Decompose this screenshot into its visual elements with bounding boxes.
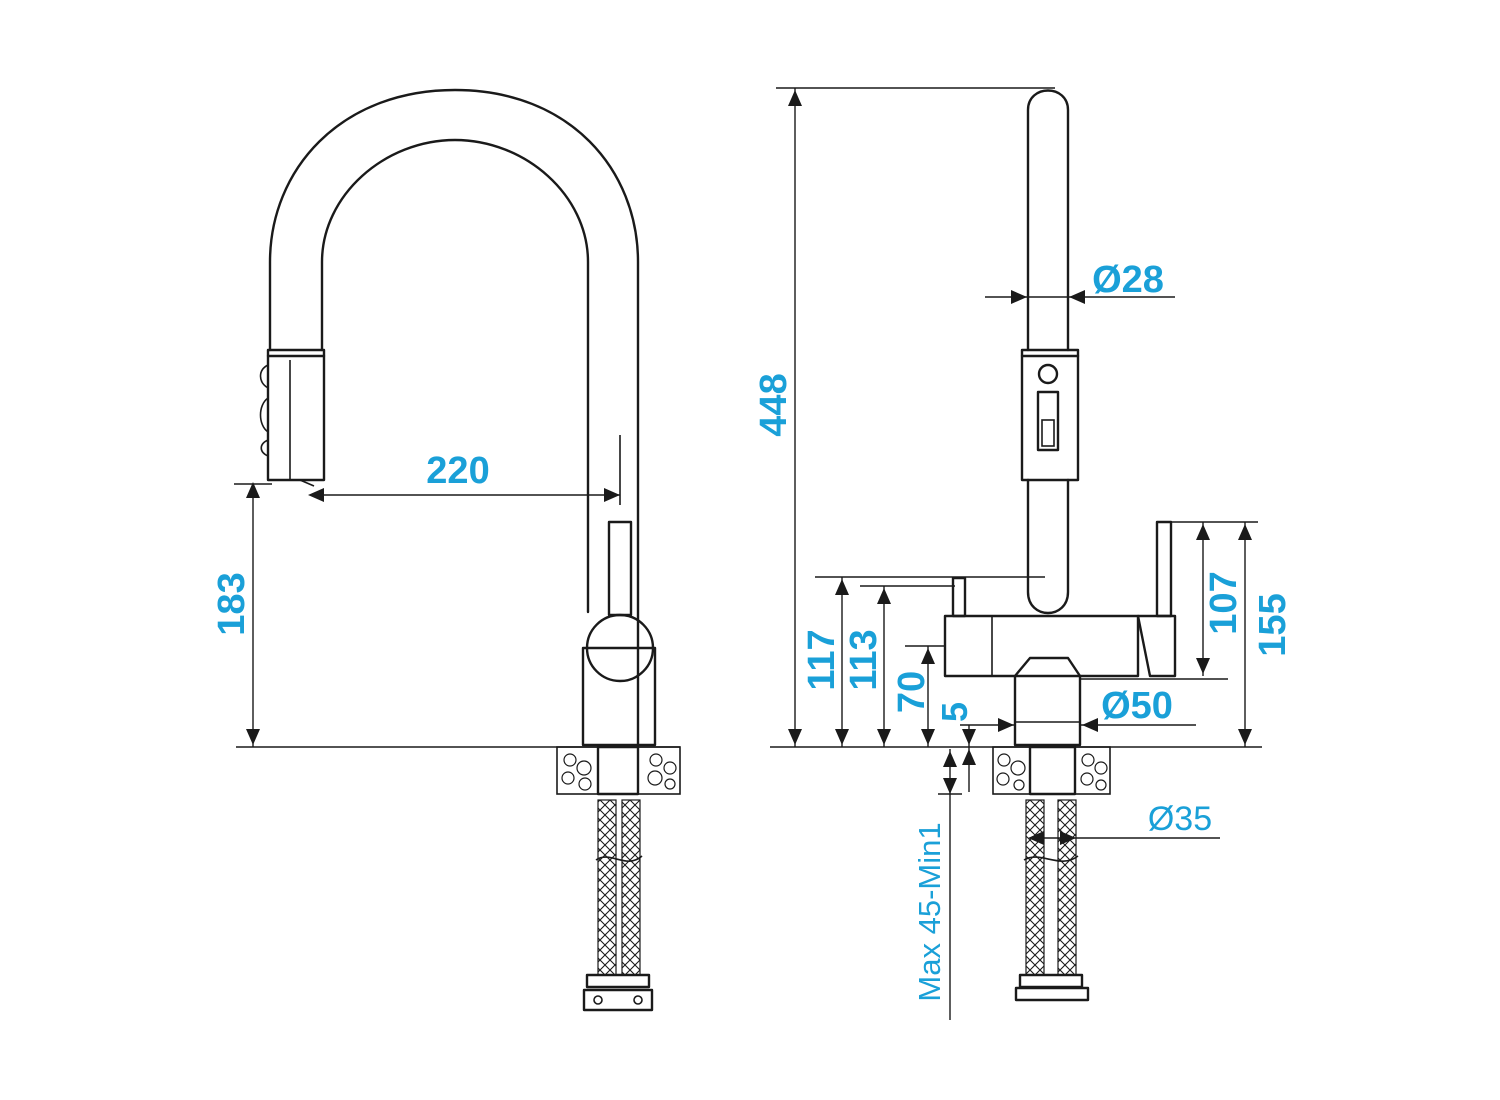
worktop-pebbles-front <box>996 753 1108 791</box>
lever-handle <box>607 520 633 617</box>
spray-button <box>1037 363 1059 385</box>
dimension-70: 70 <box>891 645 945 747</box>
lever-small <box>951 576 967 618</box>
side-view-faucet <box>236 88 681 1012</box>
dimension-183: 183 <box>211 482 272 747</box>
base-diameter-label: Ø50 <box>1101 685 1173 727</box>
spout-height-label: 183 <box>211 572 253 635</box>
handle-diameter-label: Ø28 <box>1092 259 1164 301</box>
hose-diameter-label: Ø35 <box>1148 800 1212 838</box>
supply-hose-front-right <box>1057 799 1077 976</box>
body-height-117-label: 117 <box>801 629 843 690</box>
front-view-faucet <box>770 89 1262 1002</box>
worktop-pebbles <box>561 753 677 791</box>
spray-head <box>266 348 326 482</box>
worktop-thickness-label: Max 45-Min1 <box>912 822 947 1001</box>
dimension-diameter-28: Ø28 <box>985 259 1175 304</box>
lever-tall <box>1155 520 1173 618</box>
spray-head-front <box>1020 348 1080 482</box>
supply-hose-front-left <box>1025 799 1045 976</box>
body-height-70-label: 70 <box>891 671 933 713</box>
spout-column <box>1026 89 1070 352</box>
spout-reach-label: 220 <box>426 450 489 492</box>
base-collar <box>1013 656 1082 747</box>
total-height-label: 448 <box>753 373 795 436</box>
dimension-117: 117 <box>801 576 1045 747</box>
lever-height-155-label: 155 <box>1252 593 1294 656</box>
dimension-5: 5 <box>934 702 1016 792</box>
base-height-5-label: 5 <box>934 702 975 722</box>
dimension-diameter-35: Ø35 <box>1028 800 1220 845</box>
dimension-220: 220 <box>308 450 620 502</box>
body-height-113-label: 113 <box>843 629 885 690</box>
dimension-448: 448 <box>753 87 1055 747</box>
supply-hose-left <box>597 799 617 976</box>
mixer-body <box>943 614 1140 678</box>
faucet-body <box>581 646 657 747</box>
supply-hose-right <box>621 799 641 976</box>
dimension-107: 107 <box>1170 521 1258 676</box>
spout-outer-curve <box>268 88 640 747</box>
lever-height-107-label: 107 <box>1203 571 1245 634</box>
dimension-worktop: Max 45-Min1 <box>912 749 962 1020</box>
dimension-113: 113 <box>843 585 955 747</box>
spout-inner-curve <box>320 138 590 614</box>
dimension-diameter-50: Ø50 <box>1080 678 1228 732</box>
dimension-155: 155 <box>1238 522 1294 747</box>
